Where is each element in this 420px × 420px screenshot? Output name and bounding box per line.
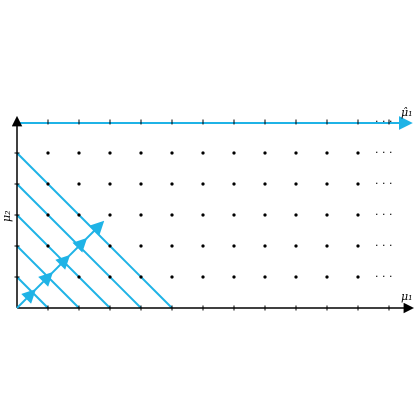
- lattice-dot: [170, 151, 174, 155]
- lattice-dot: [232, 151, 236, 155]
- row-ellipsis: · · ·: [375, 146, 392, 159]
- lattice-dot: [77, 151, 81, 155]
- lattice-dot: [108, 244, 112, 248]
- lattice-dot: [294, 275, 298, 279]
- arrow-segment: [67, 237, 88, 258]
- tick-marks: [14, 119, 390, 311]
- lattice-dot: [294, 151, 298, 155]
- arrow-segment: [84, 220, 105, 241]
- lattice-dot: [46, 182, 50, 186]
- diagonal-arrow-path: [16, 220, 105, 309]
- top-line-label: μ̂₁: [401, 106, 413, 119]
- lattice-dot: [139, 182, 143, 186]
- lattice-dot: [232, 213, 236, 217]
- top-ellipsis: · · ·: [375, 115, 392, 128]
- lattice-dot: [77, 182, 81, 186]
- lattice-dot: [263, 182, 267, 186]
- lattice-dot: [356, 151, 360, 155]
- y-axis-label: μ₂: [0, 210, 13, 222]
- lattice-dot: [294, 182, 298, 186]
- lattice-dot: [46, 213, 50, 217]
- row-ellipsis: · · ·: [375, 208, 392, 221]
- lattice-dot: [139, 275, 143, 279]
- lattice-dot: [108, 275, 112, 279]
- lattice-dot: [139, 244, 143, 248]
- lattice-dot: [232, 244, 236, 248]
- lattice-dot: [263, 244, 267, 248]
- x-axis-label: μ₁: [401, 290, 413, 303]
- lattice-dot: [325, 182, 329, 186]
- lattice-dot: [46, 151, 50, 155]
- lattice-dot: [201, 182, 205, 186]
- lattice-dot: [170, 182, 174, 186]
- lattice-dot: [356, 182, 360, 186]
- lattice-dot: [232, 275, 236, 279]
- lattice-dot: [77, 213, 81, 217]
- lattice-dot: [356, 244, 360, 248]
- lattice-dot: [263, 275, 267, 279]
- lattice-dot: [325, 244, 329, 248]
- lattice-dot: [170, 244, 174, 248]
- row-ellipsis: · · ·: [375, 239, 392, 252]
- lattice-dot: [325, 151, 329, 155]
- lattice-dot: [232, 182, 236, 186]
- lattice-dot: [108, 213, 112, 217]
- lattice-dot: [294, 244, 298, 248]
- lattice-dot: [325, 275, 329, 279]
- lattice-dot: [170, 213, 174, 217]
- row-ellipsis: · · ·: [375, 270, 392, 283]
- lattice-dot: [201, 275, 205, 279]
- lattice-dot: [263, 151, 267, 155]
- lattice-dot: [108, 151, 112, 155]
- arrow-segment: [33, 271, 54, 292]
- arrow-segment: [16, 288, 37, 309]
- lattice-dot: [170, 275, 174, 279]
- lattice-dot: [46, 244, 50, 248]
- lattice-dot: [325, 213, 329, 217]
- lattice-dot: [294, 213, 298, 217]
- row-ellipses: · · · · · · · · · · · · · · · · · ·: [375, 115, 392, 283]
- arrow-segment: [50, 254, 71, 275]
- lattice-dot: [201, 244, 205, 248]
- row-ellipsis: · · ·: [375, 177, 392, 190]
- lattice-dot: [77, 275, 81, 279]
- lattice-dot: [139, 213, 143, 217]
- lattice-dot: [356, 213, 360, 217]
- lattice-dot: [201, 151, 205, 155]
- lattice-dot: [201, 213, 205, 217]
- lattice-dot: [139, 151, 143, 155]
- lattice-dot: [356, 275, 360, 279]
- lattice-dot: [108, 182, 112, 186]
- lattice-dot: [263, 213, 267, 217]
